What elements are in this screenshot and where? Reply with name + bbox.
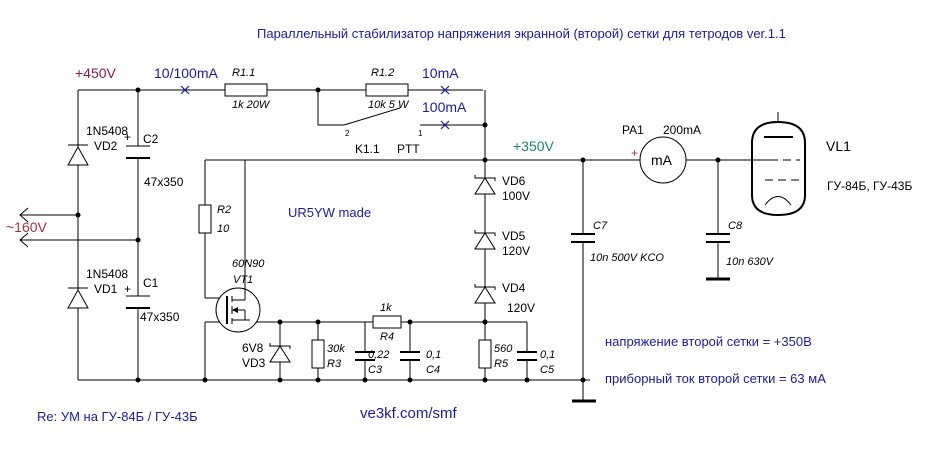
vd4-label: VD4 [502, 281, 526, 295]
r3-label: R3 [327, 358, 342, 370]
vd1-type: 1N5408 [86, 267, 128, 281]
vl1-type: ГУ-84Б, ГУ-43Б [827, 179, 912, 193]
current-100ma: 100mA [422, 99, 467, 115]
resistor-r5 [478, 339, 492, 369]
vd5-label: VD5 [502, 229, 526, 243]
capacitor-c1: + [124, 282, 150, 309]
svg-text:+: + [124, 130, 131, 144]
meter-unit: mA [651, 152, 673, 168]
c3-label: C3 [368, 364, 383, 376]
zener-vd4 [474, 284, 496, 304]
rail-350v: +350V [513, 138, 555, 154]
vd1-label: VD1 [94, 282, 118, 296]
r12-value: 10k 5 W [368, 99, 410, 111]
c3-value: 0,22 [368, 349, 389, 361]
vd2-label: VD2 [94, 139, 118, 153]
resistor-r1-1 [224, 83, 268, 97]
vd6-value: 100V [502, 189, 530, 203]
relay-k1-1: K1.1 [355, 142, 380, 156]
r2-label: R2 [217, 204, 231, 216]
c7-label: C7 [593, 220, 608, 232]
c4-label: C4 [426, 364, 440, 376]
r11-label: R1.1 [232, 67, 255, 79]
r12-label: R1.2 [371, 67, 394, 79]
vt1-type: 60N90 [232, 258, 265, 270]
c8-label: C8 [728, 220, 743, 232]
capacitor-c8 [706, 233, 730, 243]
diode-vd2 [67, 144, 89, 166]
c8-value: 10n 630V [726, 256, 775, 268]
capacitor-c2: + [124, 130, 150, 159]
note-reference: Re: УМ на ГУ-84Б / ГУ-43Б [37, 409, 198, 424]
c1-value: 47x350 [140, 310, 180, 324]
crossover-marks [180, 85, 450, 130]
r11-value: 1k 20W [232, 99, 271, 111]
resistor-r4 [372, 315, 402, 329]
current-10-100ma: 10/100mA [154, 65, 218, 81]
resistor-r1-2 [365, 83, 409, 97]
relay-pin-1: 1 [418, 129, 423, 138]
rail-ac-160v: ~160V [6, 219, 48, 235]
zener-vd6 [474, 175, 496, 195]
pa1-label: PA1 [622, 123, 644, 137]
vd6-label: VD6 [502, 174, 526, 188]
r5-label: R5 [494, 358, 509, 370]
vd5-value: 120V [502, 244, 530, 258]
capacitor-c4 [400, 351, 420, 361]
vt1-label: VT1 [233, 274, 253, 286]
vd3-value: 6V8 [242, 341, 264, 355]
transistor-vt1 [215, 160, 261, 333]
relay-pin-2: 2 [345, 129, 350, 138]
current-10ma: 10mA [422, 65, 459, 81]
site-url: ve3kf.com/smf [360, 405, 458, 422]
meter-range: 200mA [663, 123, 701, 137]
svg-text:+: + [124, 282, 131, 296]
c2-label: C2 [143, 132, 159, 146]
resistor-r3 [311, 339, 325, 369]
c2-value: 47x350 [144, 175, 184, 189]
capacitor-c7 [571, 233, 595, 243]
tetrode-vl1 [751, 112, 806, 217]
diode-vd1 [67, 287, 89, 309]
c5-value: 0,1 [540, 349, 555, 361]
note-screen-current: приборный ток второй сетки = 63 мА [605, 371, 826, 386]
r4-label: R4 [380, 331, 394, 343]
r2-value: 10 [217, 223, 230, 235]
r3-value: 30k [327, 343, 345, 355]
c7-value: 10n 500V KCO [590, 252, 664, 264]
junction-dots [75, 87, 721, 383]
output-wiring [572, 159, 770, 403]
c1-label: C1 [143, 276, 159, 290]
zener-vd5 [474, 230, 496, 250]
vl1-label: VL1 [826, 138, 851, 154]
c4-value: 0,1 [426, 349, 441, 361]
vd4-value: 120V [507, 301, 535, 315]
note-screen-voltage: напряжение второй сетки = +350В [605, 334, 812, 349]
r5-value: 560 [494, 343, 513, 355]
relay-mode-ptt: PTT [397, 142, 420, 156]
diagram-title: Параллельный стабилизатор напряжения экр… [257, 26, 786, 41]
r4-value: 1k [380, 302, 392, 314]
svg-text:+: + [631, 146, 638, 160]
author-credit: UR5YW made [288, 205, 371, 220]
zener-vd3 [269, 343, 291, 363]
rail-450v: +450V [75, 65, 117, 81]
meter-pa1: + [631, 136, 687, 184]
capacitor-c5 [517, 351, 537, 361]
resistor-r2 [198, 204, 212, 234]
vd2-type: 1N5408 [86, 124, 128, 138]
rectifier-wiring [19, 89, 590, 381]
vd3-label: VD3 [242, 356, 266, 370]
capacitor-c3 [355, 351, 375, 361]
regulator-wiring [204, 159, 640, 380]
c5-label: C5 [540, 364, 555, 376]
